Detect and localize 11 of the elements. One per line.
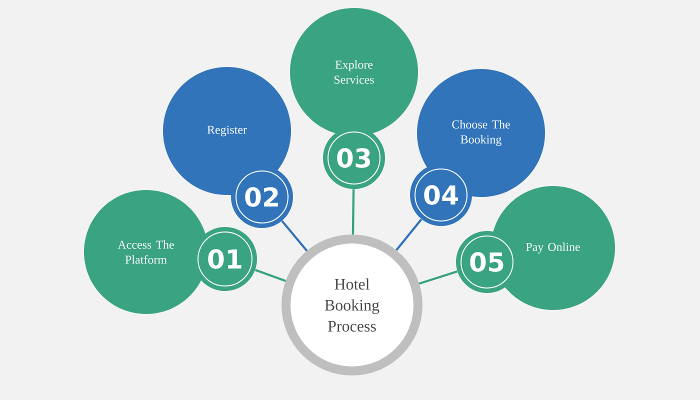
number-badge: 01: [193, 227, 257, 291]
connector-line: [254, 268, 286, 282]
connector-line: [396, 218, 422, 251]
connector-line: [352, 189, 355, 235]
node-label: 01: [208, 249, 242, 269]
number-badge: 02: [231, 166, 293, 228]
number-badge: 03: [323, 127, 385, 189]
number-badge: 04: [410, 164, 472, 226]
connector-line: [281, 220, 308, 252]
number-badge: 05: [456, 231, 518, 293]
connector-line: [418, 270, 458, 285]
